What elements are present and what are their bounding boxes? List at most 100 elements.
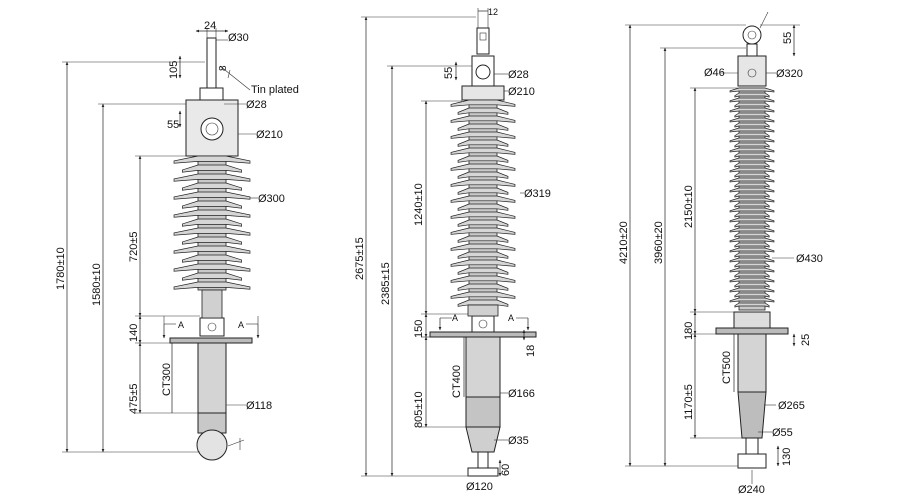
mid-dim-55: 55 (443, 67, 455, 79)
insulator-shed (729, 87, 775, 93)
insulator-shed (729, 157, 775, 163)
right-lower-stud (745, 437, 759, 455)
mid-dim-12: 12 (488, 7, 498, 17)
mid-section-a2: A (508, 313, 514, 323)
left-dim-24: 24 (204, 20, 216, 32)
mid-top-terminal (476, 27, 490, 55)
insulator-shed (173, 227, 251, 236)
mid-dim-2675: 2675±15 (354, 237, 366, 280)
insulator-shed (450, 131, 516, 139)
insulator-shed (729, 137, 775, 143)
insulator-shed (729, 127, 775, 133)
left-dim-d210: Ø210 (256, 129, 283, 141)
left-dim-ct300: CT300 (161, 363, 173, 396)
left-ct-pocket (197, 342, 227, 414)
insulator-shed (182, 164, 242, 173)
insulator-shed (734, 192, 770, 198)
insulator-shed (734, 222, 770, 228)
insulator-shed (734, 172, 770, 178)
mid-ct-pocket (465, 336, 501, 398)
insulator-shed (734, 132, 770, 138)
insulator-shed (450, 211, 516, 219)
left-dim-d118: Ø118 (246, 400, 272, 412)
insulator-core (468, 99, 498, 306)
insulator-shed (729, 227, 775, 233)
mid-flange (429, 331, 537, 338)
insulator-shed (457, 219, 509, 227)
left-tin-plated: Tin plated (251, 84, 299, 96)
left-dim-140: 140 (128, 324, 140, 342)
insulator-shed (457, 235, 509, 243)
insulator-shed (173, 155, 251, 164)
right-dim-ct500: CT500 (721, 351, 733, 384)
mid-section-a1: A (452, 313, 458, 323)
insulator-shed (450, 163, 516, 171)
left-dim-55: 55 (167, 119, 179, 131)
insulator-shed (457, 123, 509, 131)
bushing-right: 55 Ø46 Ø320 4210±20 3960±20 2150±10 Ø430… (618, 11, 823, 496)
right-dim-25: 25 (800, 334, 812, 346)
insulator-shed (450, 227, 516, 235)
insulator-shed (729, 187, 775, 193)
bushing-mid: 12 55 Ø28 Ø210 1240±10 Ø319 2675±15 2385… (354, 7, 551, 493)
right-dim-d55: Ø55 (772, 427, 793, 439)
right-dim-2150: 2150±10 (683, 185, 695, 228)
left-top-stud (206, 37, 217, 91)
insulator-shed (734, 242, 770, 248)
insulator-shed (457, 107, 509, 115)
right-lower-cone (737, 391, 767, 439)
mid-dim-d319: Ø319 (524, 188, 551, 200)
insulator-shed (173, 263, 251, 272)
insulator-shed (734, 152, 770, 158)
insulator-shed (457, 251, 509, 259)
insulator-shed (729, 117, 775, 123)
insulator-shed (734, 272, 770, 278)
insulator-shed (734, 212, 770, 218)
left-dim-d28: Ø28 (246, 99, 267, 111)
insulator-shed (182, 182, 242, 191)
insulator-shed (734, 232, 770, 238)
insulator-shed (450, 243, 516, 251)
right-top-ring (742, 25, 762, 45)
left-flange (169, 337, 253, 344)
insulator-shed (734, 102, 770, 108)
mid-dim-18: 18 (525, 345, 537, 357)
right-dim-d320: Ø320 (776, 68, 803, 80)
left-dim-8: 8 (218, 65, 229, 71)
insulator-shed (450, 195, 516, 203)
mid-dim-d28: Ø28 (508, 69, 529, 81)
mid-dim-d35: Ø35 (508, 435, 529, 447)
right-ct-pocket (737, 333, 767, 393)
insulator-shed (457, 171, 509, 179)
insulator-shed (729, 167, 775, 173)
mid-dim-1240: 1240±10 (413, 183, 425, 226)
right-shed-stack (729, 87, 775, 311)
insulator-shed (173, 209, 251, 218)
insulator-shed (729, 267, 775, 273)
insulator-shed (734, 302, 770, 308)
insulator-shed (182, 236, 242, 245)
insulator-shed (457, 155, 509, 163)
insulator-shed (734, 122, 770, 128)
left-shed-stack (173, 155, 251, 291)
right-bottom-plate (737, 453, 767, 469)
left-dim-d30: Ø30 (228, 32, 249, 44)
insulator-shed (729, 237, 775, 243)
left-section-a1: A (178, 320, 184, 330)
left-bottom-shield (196, 429, 228, 461)
insulator-shed (450, 291, 516, 299)
mid-dim-d210: Ø210 (508, 86, 535, 98)
insulator-shed (729, 97, 775, 103)
insulator-shed (457, 267, 509, 275)
insulator-shed (729, 297, 775, 303)
insulator-shed (450, 147, 516, 155)
right-dim-d265: Ø265 (778, 400, 805, 412)
insulator-shed (729, 257, 775, 263)
left-section-a2: A (238, 320, 244, 330)
mid-bottom-plate (467, 467, 499, 477)
right-mounting-block (733, 311, 771, 329)
right-dim-130: 130 (781, 448, 793, 466)
insulator-shed (734, 262, 770, 268)
left-dim-d300: Ø300 (258, 193, 285, 205)
insulator-shed (734, 112, 770, 118)
